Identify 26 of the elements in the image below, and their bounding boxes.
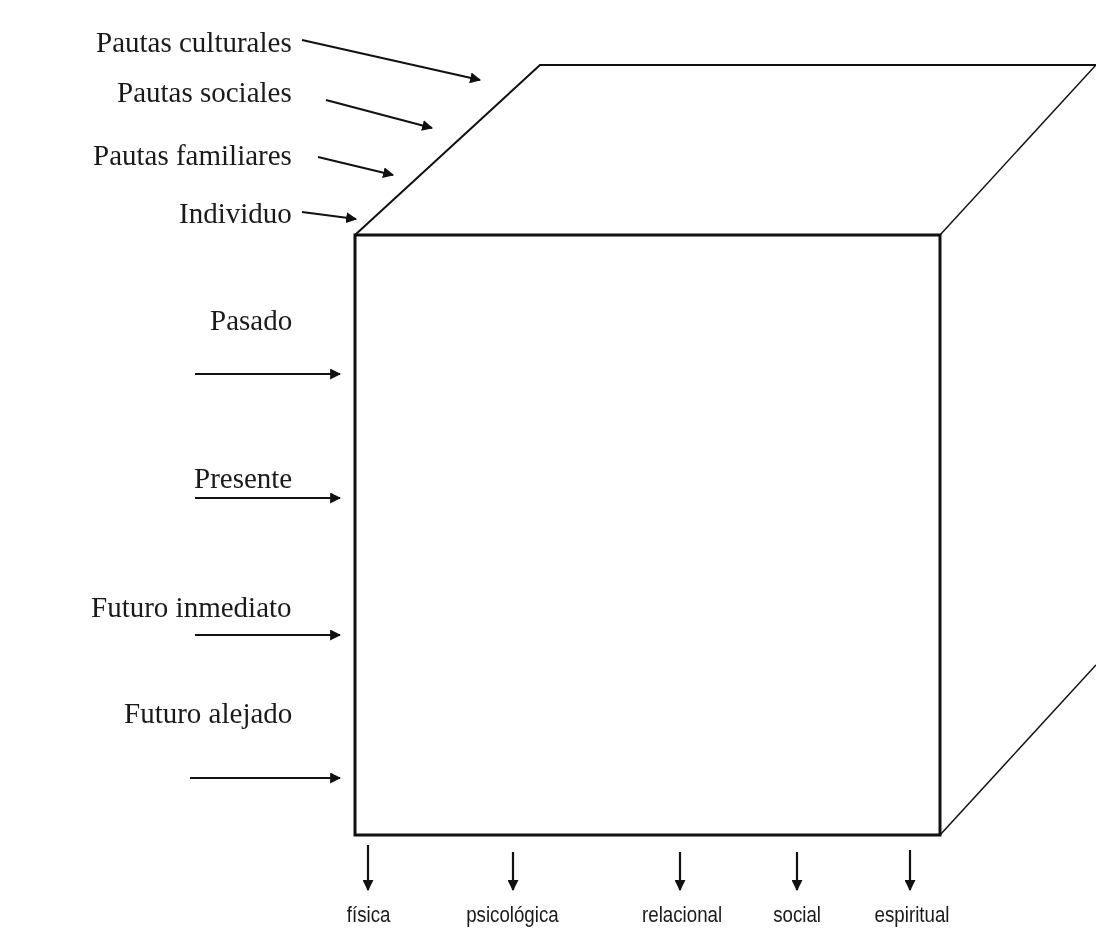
arrow bbox=[301, 38, 482, 84]
dimension-label: relacional bbox=[642, 902, 723, 928]
arrow bbox=[195, 492, 342, 504]
arrow bbox=[904, 850, 916, 892]
dimension-label: social bbox=[773, 902, 822, 928]
arrow bbox=[317, 155, 395, 179]
time-label: Presente bbox=[194, 461, 293, 495]
arrow bbox=[195, 629, 342, 641]
dimension-label: física bbox=[346, 902, 390, 928]
arrow bbox=[301, 210, 358, 224]
arrow bbox=[190, 772, 342, 784]
dimension-label: psicológica bbox=[465, 902, 559, 928]
arrow bbox=[674, 852, 686, 892]
arrow bbox=[362, 845, 374, 892]
dimension-label: espiritual bbox=[874, 902, 950, 928]
pattern-label: Pautas sociales bbox=[117, 75, 292, 109]
time-label: Futuro inmediato bbox=[91, 590, 292, 624]
time-label: Pasado bbox=[210, 303, 293, 337]
pattern-label: Individuo bbox=[179, 196, 292, 230]
pattern-label: Pautas culturales bbox=[96, 25, 292, 59]
arrow bbox=[325, 98, 434, 131]
arrow bbox=[195, 368, 342, 380]
pattern-label: Pautas familiares bbox=[93, 138, 292, 172]
arrow bbox=[507, 852, 519, 892]
time-label: Futuro alejado bbox=[124, 696, 293, 730]
arrow bbox=[791, 852, 803, 892]
